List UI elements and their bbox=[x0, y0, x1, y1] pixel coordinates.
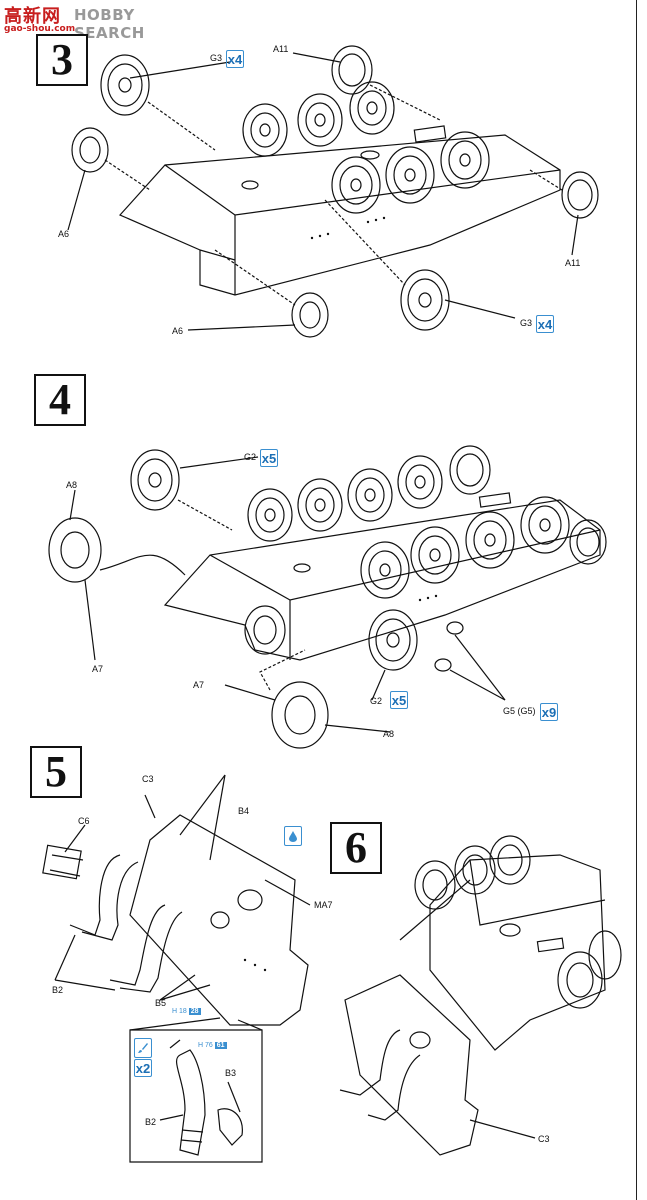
quantity-badge-g3-top: x4 bbox=[226, 50, 244, 68]
paint-brush-icon bbox=[134, 1038, 152, 1058]
step-number-6: 6 bbox=[330, 822, 382, 874]
step3-wheel-g3-top bbox=[100, 54, 150, 116]
quantity-badge-g3-bottom: x4 bbox=[536, 315, 554, 333]
quantity-badge-g2-bottom: x5 bbox=[390, 691, 408, 709]
part-label-b2-inset: B2 bbox=[145, 1117, 157, 1127]
watermark-brand: 高新网 bbox=[4, 6, 61, 27]
part-label-ma7: MA7 bbox=[314, 900, 333, 910]
quantity-badge-g2-top: x5 bbox=[260, 449, 278, 467]
step5-floor-plate bbox=[129, 814, 309, 1026]
part-label-a6-left: A6 bbox=[58, 229, 70, 239]
step6-floor-plate bbox=[339, 974, 479, 1156]
part-label-b3: B3 bbox=[225, 1068, 237, 1078]
part-label-a11-right: A11 bbox=[565, 258, 581, 268]
paint-reference-1: H 18 28 bbox=[172, 1008, 201, 1015]
step4-caps-g5 bbox=[434, 621, 464, 672]
paint-drop-icon bbox=[284, 826, 302, 846]
step4-wheel-g2-bottom bbox=[368, 609, 418, 671]
step4-sprocket-a8-bottom bbox=[271, 681, 329, 749]
step5-exhaust-left bbox=[69, 854, 183, 993]
step3-wheel-g3-bottom bbox=[400, 269, 450, 331]
part-label-a7-left: A7 bbox=[92, 664, 104, 674]
step3-hull bbox=[118, 125, 561, 296]
step-number-5: 5 bbox=[30, 746, 82, 798]
part-label-c3-step5: C3 bbox=[142, 774, 154, 784]
step4-hull bbox=[163, 492, 601, 661]
paint-reference-2: H 76 61 bbox=[198, 1042, 227, 1049]
part-label-b2: B2 bbox=[52, 985, 64, 995]
watermark-url: gao-shou.com bbox=[4, 24, 76, 34]
part-label-a8-left: A8 bbox=[66, 480, 78, 490]
step6-wheels bbox=[414, 835, 622, 1009]
part-label-g3-top: G3 bbox=[210, 53, 223, 63]
step5-inset-pipe bbox=[175, 1049, 243, 1156]
part-label-g5: G5 (G5) bbox=[503, 706, 536, 716]
part-label-b5: B5 bbox=[155, 998, 167, 1008]
watermark-logo: 高新网 HOBBY SEARCH gao-shou.com bbox=[4, 2, 184, 42]
step4-idler-a7 bbox=[244, 605, 286, 655]
step3-idler-a6-left bbox=[71, 127, 109, 173]
step3-wheels-lower bbox=[331, 131, 490, 214]
step3-wheels-upper bbox=[242, 81, 395, 157]
part-label-c6: C6 bbox=[78, 816, 90, 826]
step5-inset-frame bbox=[129, 1017, 263, 1163]
step4-wheel-g2-top bbox=[130, 449, 180, 511]
watermark-search: HOBBY SEARCH bbox=[74, 6, 145, 42]
part-label-c3-step6: C3 bbox=[538, 1134, 550, 1144]
step3-sprocket-a11-right bbox=[561, 171, 599, 219]
part-label-a8-bottom: A8 bbox=[383, 729, 395, 739]
part-label-b4: B4 bbox=[238, 806, 250, 816]
step3-sprocket-a11-top bbox=[331, 45, 373, 95]
step6-hull bbox=[429, 854, 606, 1051]
part-label-g2-top: G2 bbox=[244, 452, 257, 462]
rivet-dots bbox=[243, 216, 438, 972]
quantity-badge-inset: x2 bbox=[134, 1059, 152, 1077]
part-label-g3-bottom: G3 bbox=[520, 318, 533, 328]
step-number-4: 4 bbox=[34, 374, 86, 426]
page-border-right bbox=[636, 0, 637, 1200]
part-label-a11-top: A11 bbox=[273, 44, 289, 54]
part-label-g2-bottom: G2 bbox=[370, 696, 383, 706]
step4-wheels-upper bbox=[247, 445, 491, 542]
step5-part-c6 bbox=[42, 844, 84, 880]
step-number-3: 3 bbox=[36, 34, 88, 86]
step4-sprocket-a8-left bbox=[48, 517, 102, 583]
step4-wheels-lower bbox=[360, 496, 607, 599]
part-label-a7-bottom: A7 bbox=[193, 680, 205, 690]
step3-idler-a6-bottom bbox=[291, 292, 329, 338]
quantity-badge-g5: x9 bbox=[540, 703, 558, 721]
part-label-a6-bottom: A6 bbox=[172, 326, 184, 336]
